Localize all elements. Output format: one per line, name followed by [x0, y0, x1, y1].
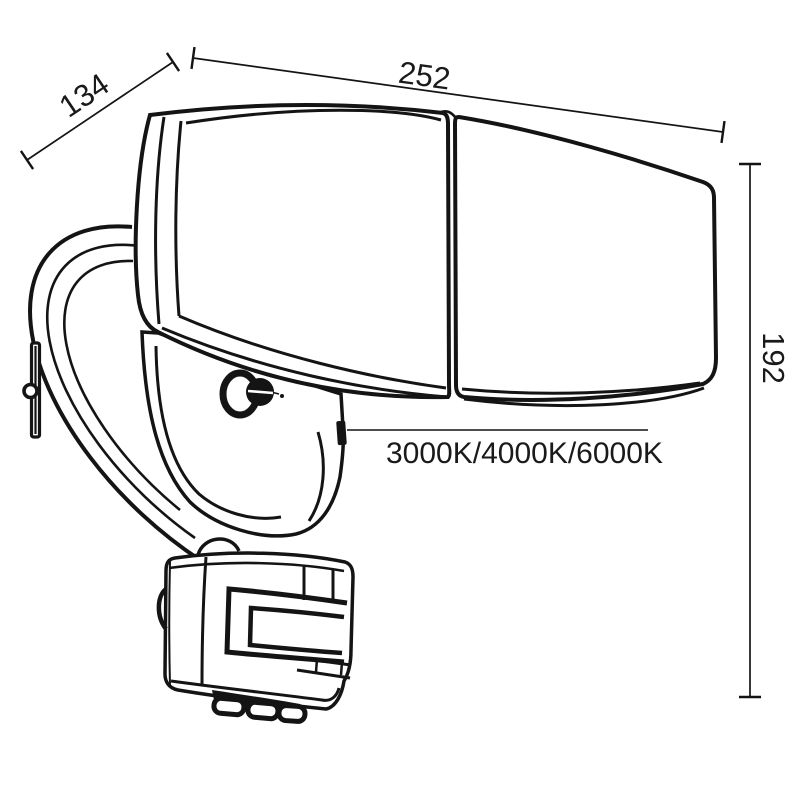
- head-junction: [440, 109, 457, 119]
- adjustment-knob: [219, 369, 284, 419]
- cct-switch: [336, 420, 347, 446]
- cct-label: 3000K/4000K/6000K: [386, 437, 663, 470]
- dimension-192-label: 192: [756, 332, 791, 384]
- wall-clip: [22, 341, 42, 439]
- sensor-hinge: [156, 587, 168, 631]
- dimension-252: 252: [190, 46, 726, 144]
- dimension-252-label: 252: [396, 55, 452, 97]
- motion-sensor: [156, 551, 355, 724]
- right-lamp-head: [452, 114, 719, 402]
- cable-loop: [196, 537, 241, 556]
- wall-mount-plate: [22, 224, 202, 562]
- cct-annotation: 3000K/4000K/6000K: [336, 420, 663, 470]
- left-lamp-head: [133, 103, 452, 400]
- floodlight-heads: [133, 103, 719, 408]
- knob-reference-dot: [280, 394, 284, 398]
- sensor-dials: [211, 695, 308, 724]
- dimension-192: 192: [739, 162, 791, 699]
